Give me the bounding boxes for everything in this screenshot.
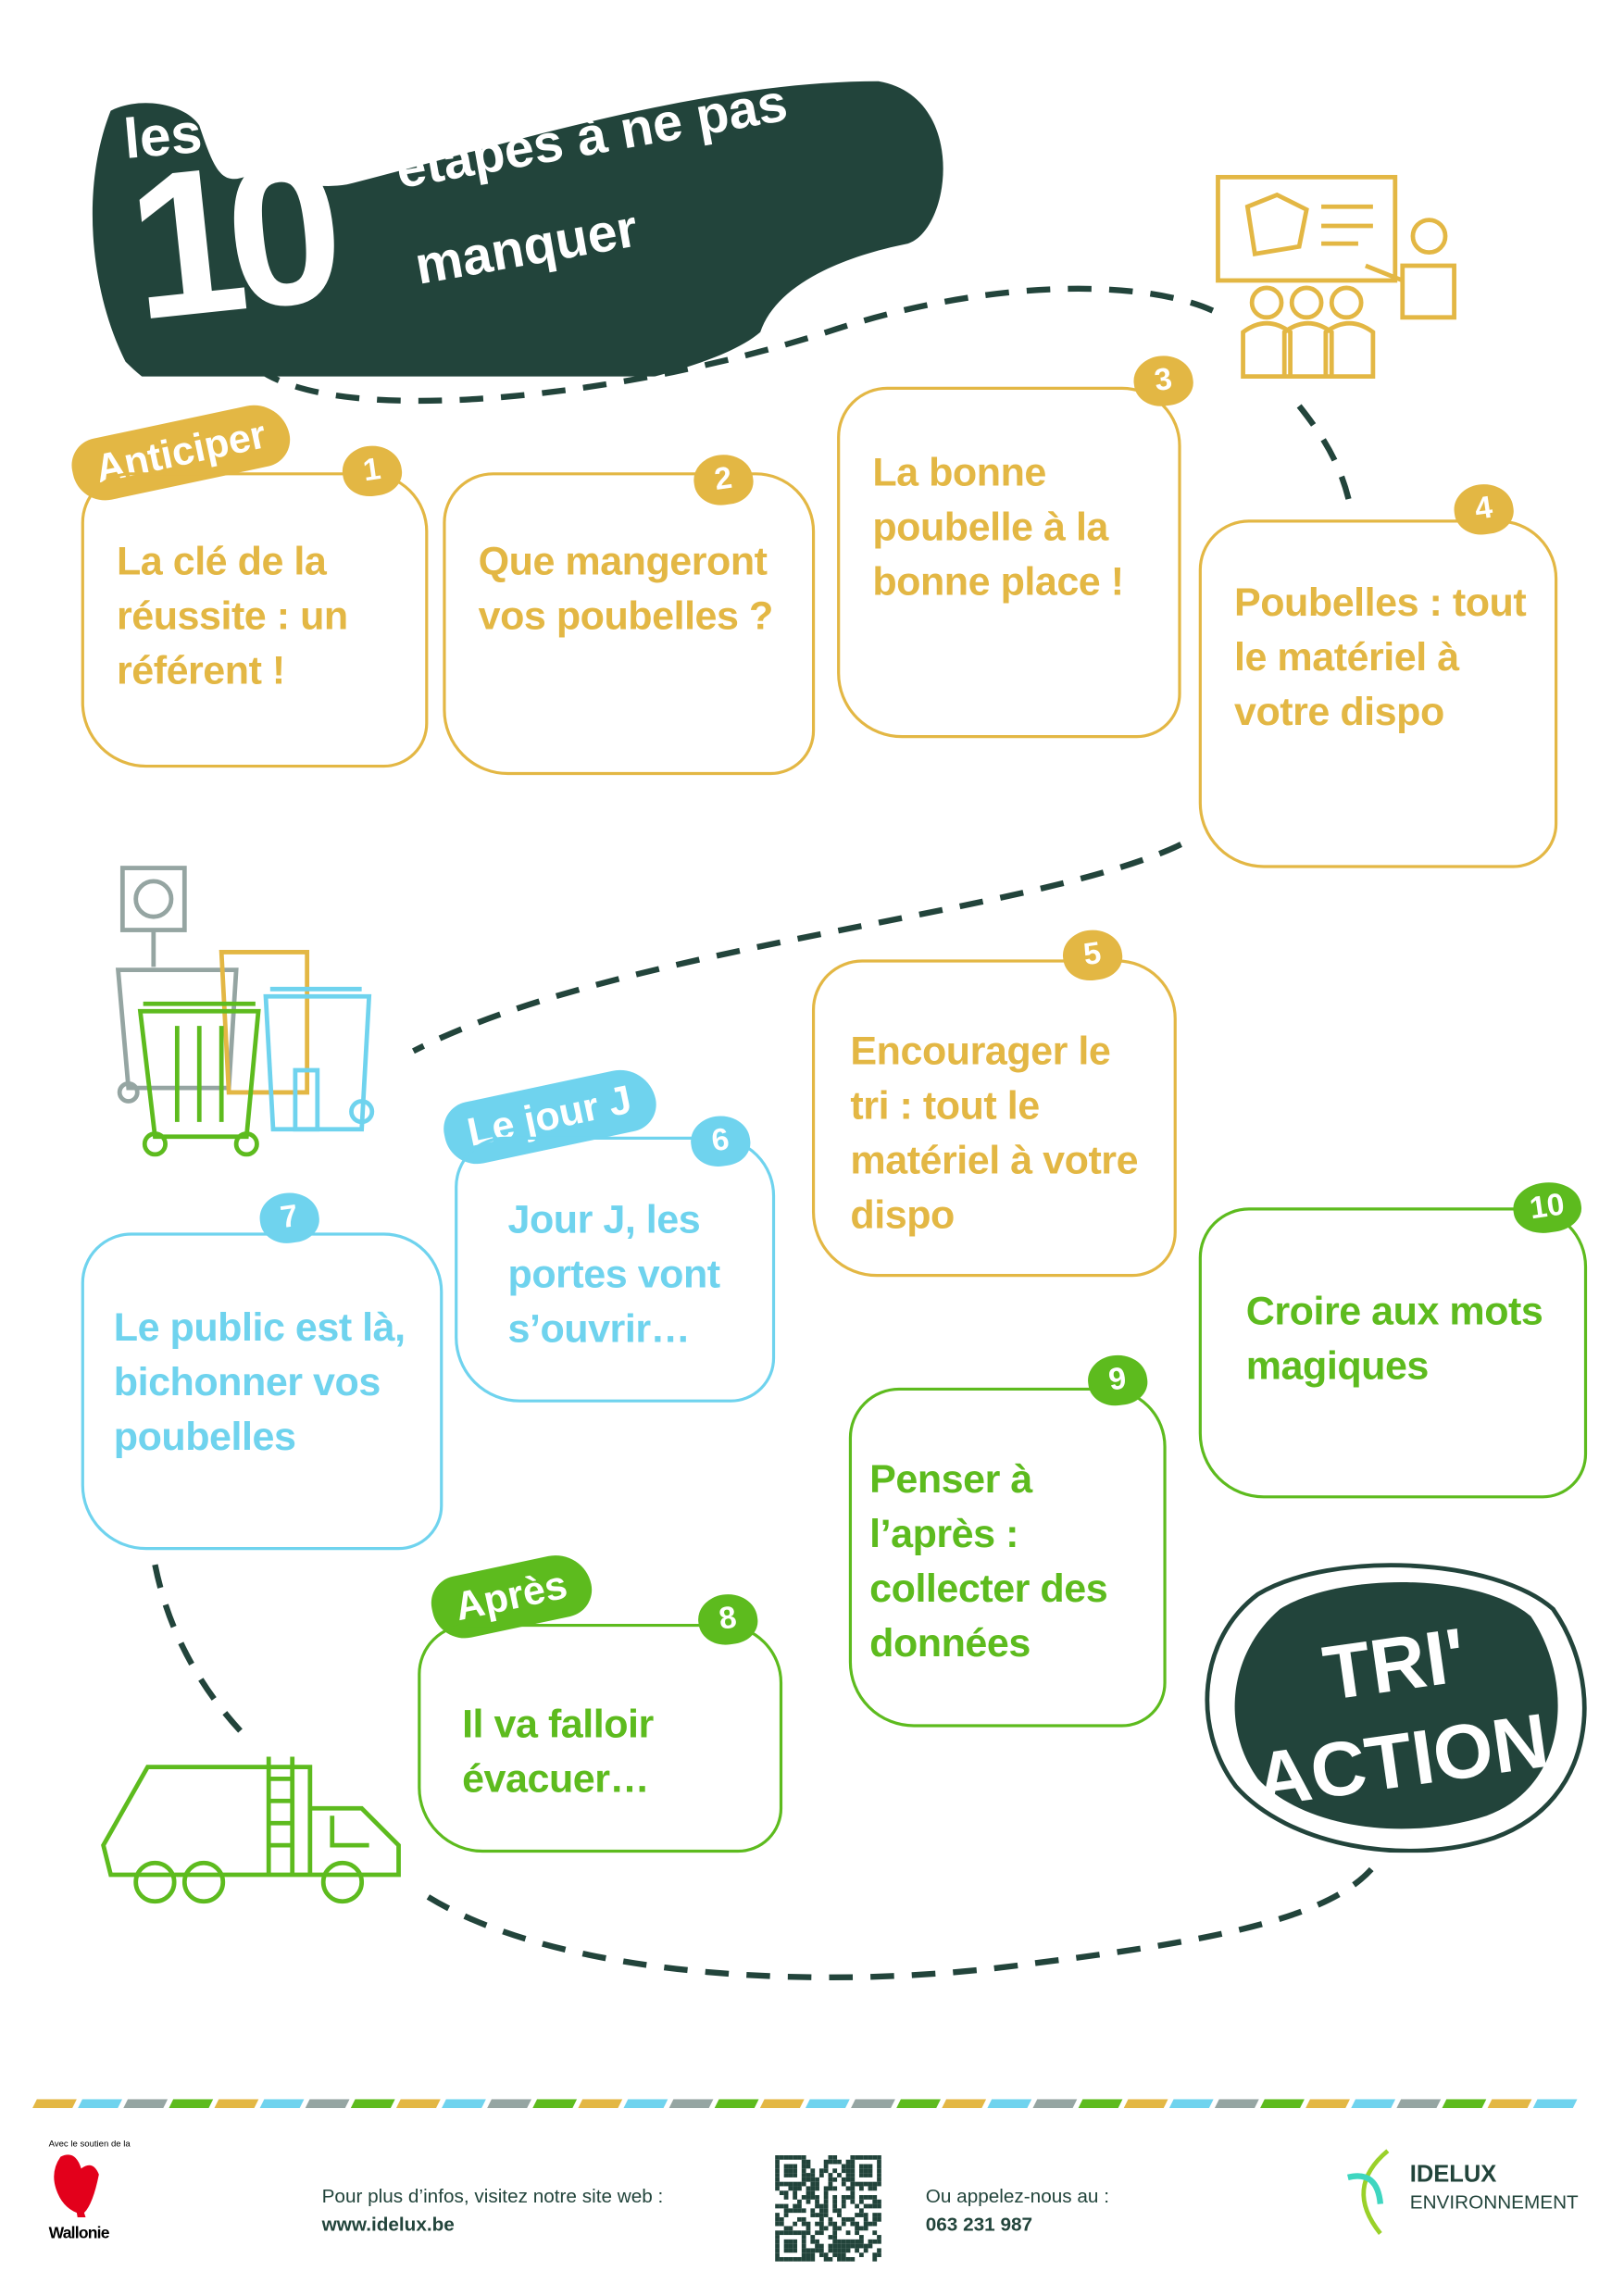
website-link[interactable]: www.idelux.be	[321, 2213, 455, 2236]
recycling-bins-icon	[115, 866, 375, 1157]
stripe-segment	[395, 2099, 441, 2108]
step-1-card: La clé de la réussite : un référent !	[81, 472, 429, 768]
stripe-segment	[532, 2099, 578, 2108]
stripe-segment	[896, 2099, 942, 2108]
stripe-segment	[1487, 2099, 1532, 2108]
stripe-segment	[32, 2099, 77, 2108]
stripe-segment	[1168, 2099, 1214, 2108]
stripe-segment	[350, 2099, 395, 2108]
wallonie-logo: Avec le soutien de la Wallonie	[49, 2140, 138, 2242]
step-2-text: Que mangeront vos poubelles ?	[478, 538, 774, 638]
phone-label: Ou appelez-nous au :	[925, 2184, 1109, 2207]
stripe-segment	[259, 2099, 305, 2108]
stripe-segment	[668, 2099, 714, 2108]
step-3-card: La bonne poubelle à la bonne place !	[837, 386, 1181, 739]
color-stripe	[32, 2099, 1578, 2108]
step-7-card: Le public est là, bichonner vos poubelle…	[81, 1232, 443, 1551]
step-2-card: Que mangeront vos poubelles ?	[443, 472, 816, 776]
idelux-logo: IDELUX ENVIRONNEMENT	[1343, 2148, 1594, 2237]
title-number: 10	[118, 113, 336, 364]
info-label: Pour plus d’infos, visitez notre site we…	[321, 2184, 664, 2207]
stripe-segment	[578, 2099, 623, 2108]
stripe-segment	[805, 2099, 850, 2108]
stripe-segment	[1214, 2099, 1259, 2108]
stripe-segment	[123, 2099, 169, 2108]
stripe-segment	[1260, 2099, 1305, 2108]
step-7-text: Le public est là, bichonner vos poubelle…	[113, 1304, 406, 1459]
support-text: Avec le soutien de la	[48, 2140, 131, 2150]
step-5-card: Encourager le tri : tout le matériel à v…	[811, 959, 1177, 1278]
idelux-name: IDELUX	[1409, 2162, 1497, 2189]
step-3-text: La bonne poubelle à la bonne place !	[872, 450, 1124, 605]
stripe-segment	[169, 2099, 214, 2108]
stripe-segment	[851, 2099, 895, 2108]
step-5-text: Encourager le tri : tout le matériel à v…	[850, 1029, 1139, 1238]
stripe-segment	[987, 2099, 1032, 2108]
step-4-card: Poubelles : tout le matériel à votre dis…	[1198, 519, 1558, 868]
step-9-text: Penser à l’après : collecter des données	[869, 1456, 1108, 1666]
stripe-segment	[714, 2099, 759, 2108]
step-8-text: Il va falloir évacuer…	[462, 1702, 654, 1802]
step-9-card: Penser à l’après : collecter des données	[848, 1387, 1167, 1728]
step-10-text: Croire aux mots magiques	[1245, 1288, 1543, 1388]
stripe-segment	[305, 2099, 350, 2108]
stripe-segment	[1078, 2099, 1123, 2108]
stripe-segment	[1351, 2099, 1396, 2108]
stripe-segment	[442, 2099, 486, 2108]
step-8-card: Il va falloir évacuer…	[418, 1623, 783, 1853]
phone-number: 063 231 987	[925, 2213, 1033, 2236]
wallonie-text: Wallonie	[48, 2224, 110, 2243]
rooster-icon	[54, 2154, 99, 2222]
step-6-text: Jour J, les portes vont s’ouvrir…	[507, 1197, 721, 1351]
stripe-segment	[1305, 2099, 1351, 2108]
step-6-card: Jour J, les portes vont s’ouvrir…	[455, 1136, 776, 1403]
stripe-segment	[78, 2099, 123, 2108]
triaction-logo: TRI' ACTION	[1205, 1563, 1587, 1853]
title-blob	[92, 81, 943, 377]
stripe-segment	[214, 2099, 259, 2108]
step-1-text: La clé de la réussite : un référent !	[116, 538, 348, 693]
presentation-icon	[1216, 174, 1456, 379]
idelux-subtitle: ENVIRONNEMENT	[1409, 2190, 1579, 2214]
stripe-segment	[759, 2099, 805, 2108]
step-10-card: Croire aux mots magiques	[1198, 1207, 1588, 1499]
svg-text:TRI': TRI'	[1318, 1612, 1471, 1716]
stripe-segment	[1032, 2099, 1078, 2108]
stripe-segment	[1396, 2099, 1442, 2108]
qr-code[interactable]	[775, 2154, 881, 2262]
stripe-segment	[1442, 2099, 1487, 2108]
stripe-segment	[942, 2099, 987, 2108]
stripe-segment	[487, 2099, 532, 2108]
stripe-segment	[1123, 2099, 1168, 2108]
garbage-truck-icon	[101, 1756, 401, 1904]
step-4-text: Poubelles : tout le matériel à votre dis…	[1234, 580, 1527, 734]
stripe-segment	[623, 2099, 668, 2108]
stripe-segment	[1532, 2099, 1578, 2108]
idelux-leaf-icon	[1347, 2149, 1390, 2235]
